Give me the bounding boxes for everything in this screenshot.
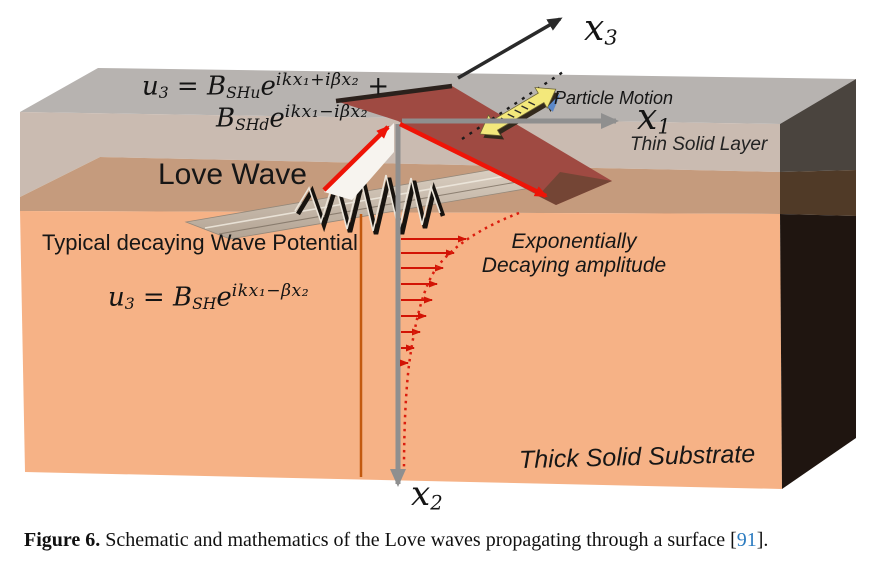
figure-caption-text: Schematic and mathematics of the Love wa… [100,529,731,551]
love-wave-figure: u3 = BSHueikx₁+iβx₂ + BSHdeikx₁−iβx₂ u3 … [20,8,856,515]
substrate-front-face [20,211,782,489]
ribbon-edge [335,83,453,104]
ripple-wave-sheet [184,161,573,240]
particle-motion-dashed-line [461,69,567,140]
side-face-layer [780,79,856,172]
ref-bracket-close: ]. [756,529,769,551]
particle-motion-label: Particle Motion [554,88,674,108]
decay-amplitude-arrows [400,235,467,367]
love-wave-schematic [20,17,856,489]
thin-solid-layer-label: Thin Solid Layer [630,134,768,155]
substrate-wave-equation: u3 = BSHeikx₁−βx₂ [108,281,310,313]
layer-wave-equation-line2: BSHdeikx₁−iβx₂ [216,102,369,134]
exponential-decay-label: Exponentially Decaying amplitude [476,230,672,278]
side-face-substrate [780,214,856,489]
figure-caption: Figure 6. Schematic and mathematics of t… [24,529,880,552]
exponential-decay-line2: Decaying amplitude [481,254,667,277]
reference-link-91[interactable]: 91 [736,529,757,551]
x1-axis-label: x1 [637,97,671,139]
wave-potential-label: Typical decaying Wave Potential [42,230,358,255]
love-wave-label: Love Wave [158,158,307,191]
figure-caption-number: Figure 6. [24,529,101,551]
layer-wave-equation-line1: u3 = BSHueikx₁+iβx₂ + [142,70,390,102]
wave-zigzag [296,174,446,235]
x3-axis-label: x3 [584,8,618,50]
x3-axis [457,17,563,80]
side-face-band [780,170,856,216]
surface-wave-ribbon [335,83,612,205]
red-wave-arrow-right [399,121,548,199]
red-wave-arrow-left [322,125,390,192]
block-faces [20,68,856,489]
exponential-decay-line1: Exponentially [511,230,637,253]
white-wedge [324,123,394,200]
x2-axis-label: x2 [411,474,443,515]
ref-bracket-open: [ [730,529,737,551]
thick-solid-substrate-label: Thick Solid Substrate [518,439,756,475]
arrow-blue-edge [547,93,561,112]
